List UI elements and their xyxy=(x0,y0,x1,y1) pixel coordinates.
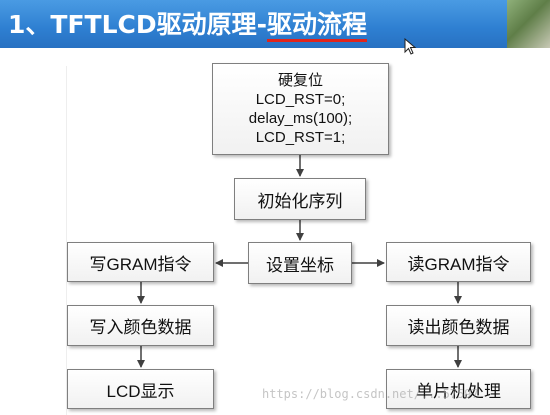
box-init-sequence: 初始化序列 xyxy=(234,178,366,220)
slide-title-highlight: 驱动流程 xyxy=(267,10,368,42)
title-bar: 1、TFTLCD驱动原理-驱动流程 xyxy=(0,0,550,48)
box-set-coordinate: 设置坐标 xyxy=(248,242,352,284)
slide-title: 1、TFTLCD驱动原理-驱动流程 xyxy=(8,6,368,44)
write-gram-label: 写GRAM指令 xyxy=(89,254,192,274)
lcd-display-label: LCD显示 xyxy=(106,381,175,401)
mcu-process-label: 单片机处理 xyxy=(416,381,501,401)
box-write-color-data: 写入颜色数据 xyxy=(67,305,214,346)
slide-title-prefix: 1、TFTLCD驱动原理- xyxy=(8,10,267,39)
reset-line-3: LCD_RST=1; xyxy=(255,129,346,146)
box-hard-reset: 硬复位 LCD_RST=0; delay_ms(100); LCD_RST=1; xyxy=(212,63,389,155)
watermark: https://blog.csdn.net/...57597 xyxy=(262,387,479,401)
header-photo xyxy=(507,0,550,48)
reset-line-1: LCD_RST=0; xyxy=(255,91,346,108)
box-mcu-process: 单片机处理 xyxy=(386,369,531,409)
read-color-label: 读出颜色数据 xyxy=(407,318,510,337)
init-sequence-label: 初始化序列 xyxy=(257,191,343,211)
box-write-gram: 写GRAM指令 xyxy=(67,242,214,282)
read-gram-label: 读GRAM指令 xyxy=(407,254,510,274)
box-read-color-data: 读出颜色数据 xyxy=(386,305,531,346)
reset-line-2: delay_ms(100); xyxy=(248,110,353,127)
write-color-label: 写入颜色数据 xyxy=(89,318,192,337)
reset-heading: 硬复位 xyxy=(277,72,323,89)
box-lcd-display: LCD显示 xyxy=(67,369,214,409)
mouse-cursor-icon xyxy=(404,38,417,55)
set-coordinate-label: 设置坐标 xyxy=(266,255,334,275)
box-read-gram: 读GRAM指令 xyxy=(386,242,531,282)
